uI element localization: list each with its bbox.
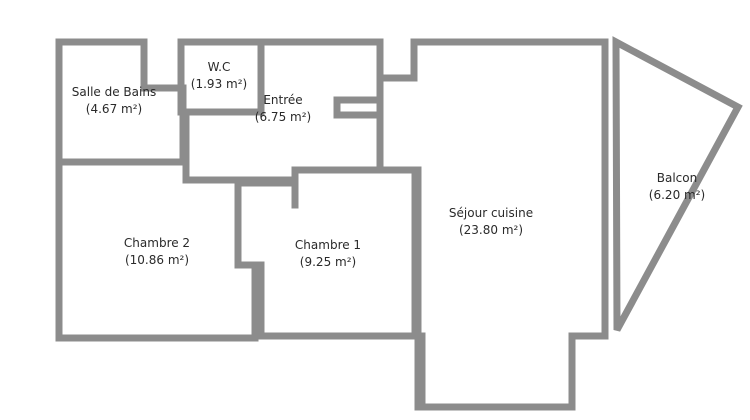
room-name: Balcon bbox=[656, 171, 698, 185]
room-chambre-1: Chambre 1 (9.25 m²) bbox=[295, 237, 361, 271]
wall-chambre-2 bbox=[55, 158, 259, 342]
room-name: Séjour cuisine bbox=[448, 206, 534, 220]
room-area: (4.67 m²) bbox=[85, 102, 143, 116]
room-sejour-cuisine: Séjour cuisine (23.80 m²) bbox=[449, 205, 533, 239]
room-name: Entrée bbox=[263, 93, 303, 107]
room-balcon: Balcon (6.20 m²) bbox=[649, 170, 705, 204]
room-area: (10.86 m²) bbox=[124, 253, 190, 267]
room-chambre-2: Chambre 2 (10.86 m²) bbox=[124, 235, 190, 269]
wall-entree bbox=[257, 38, 384, 172]
room-area: (6.20 m²) bbox=[648, 188, 706, 202]
room-name: Chambre 1 bbox=[294, 238, 362, 252]
room-area: (1.93 m²) bbox=[190, 77, 248, 91]
room-name: Salle de Bains bbox=[71, 85, 157, 99]
room-area: (9.25 m²) bbox=[299, 255, 357, 269]
wall-sejour-cuisine bbox=[410, 38, 609, 411]
room-area: (23.80 m²) bbox=[458, 223, 524, 237]
wall-wc bbox=[177, 38, 265, 116]
wall-entree-sejour bbox=[376, 38, 418, 82]
room-area: (6.75 m²) bbox=[254, 110, 312, 124]
room-wc: W.C (1.93 m²) bbox=[191, 59, 247, 93]
room-entree: Entrée (6.75 m²) bbox=[255, 92, 311, 126]
room-name: Chambre 2 bbox=[123, 236, 191, 250]
room-salle-de-bains: Salle de Bains (4.67 m²) bbox=[72, 84, 156, 118]
wall-closet bbox=[333, 96, 384, 119]
wall-balcon bbox=[612, 36, 743, 332]
room-name: W.C bbox=[207, 60, 231, 74]
